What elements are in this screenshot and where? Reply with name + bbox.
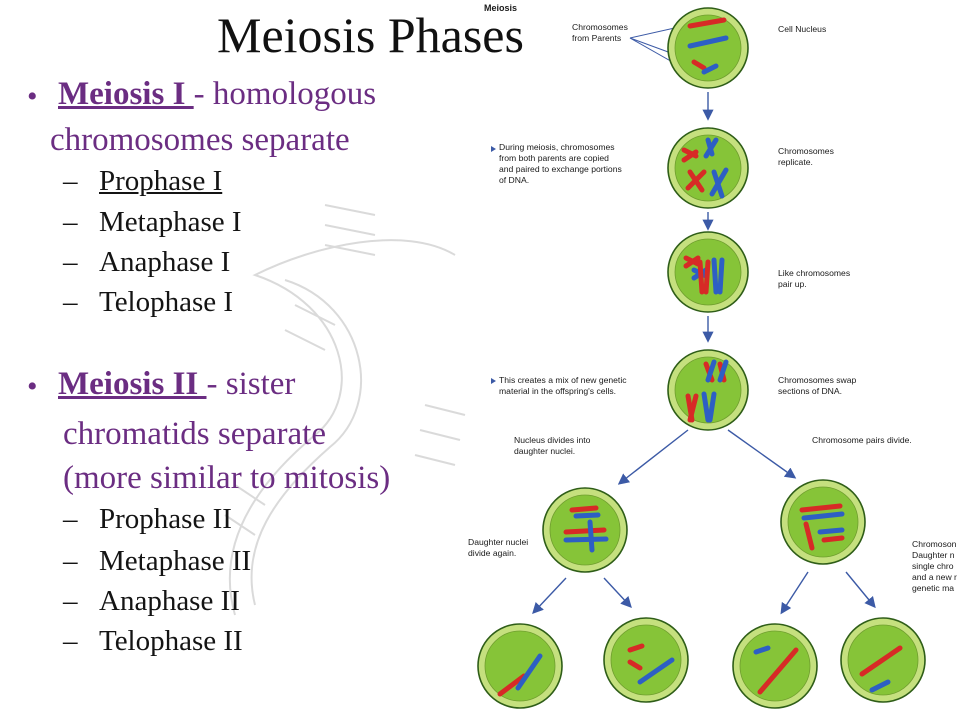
label-chromosomes-from-parents-1: Chromosomes bbox=[572, 22, 628, 32]
label-divide-again-2: divide again. bbox=[468, 548, 516, 558]
rna-watermark bbox=[224, 204, 466, 616]
label-pair-up-1: Like chromosomes bbox=[778, 268, 850, 278]
meiosis-2-title: Meiosis II bbox=[58, 366, 207, 402]
meiosis-2-continuation-1: chromatids separate bbox=[63, 416, 326, 452]
label-cut-off-2: Daughter n bbox=[912, 550, 955, 560]
meiosis-diagram: Meiosis Chromosomes from Parents Cell Nu… bbox=[468, 3, 957, 709]
cell-4 bbox=[667, 349, 749, 431]
arrow-right bbox=[845, 571, 876, 609]
arrow-left bbox=[617, 429, 689, 485]
label-swap-2: sections of DNA. bbox=[778, 386, 842, 396]
label-copied-2: from both parents are copied bbox=[499, 153, 609, 163]
phase-prophase-1: –Prophase I bbox=[63, 165, 223, 197]
label-cell-nucleus: Cell Nucleus bbox=[778, 24, 826, 34]
cell-2 bbox=[667, 127, 749, 209]
label-divide-again-1: Daughter nuclei bbox=[468, 537, 528, 547]
meiosis-1-title: Meiosis I bbox=[58, 76, 194, 112]
phase-metaphase-2: –Metaphase II bbox=[63, 545, 252, 577]
label-nucleus-divides-2: daughter nuclei. bbox=[514, 446, 575, 456]
meiosis-1-heading: Meiosis I - homologous bbox=[58, 76, 376, 113]
bullet-glyph: • bbox=[27, 370, 38, 403]
label-cut-off-4: and a new r bbox=[912, 572, 957, 582]
pointer-triangle-icon bbox=[491, 378, 496, 384]
arrow-left bbox=[532, 577, 567, 615]
label-pair-up-2: pair up. bbox=[778, 279, 807, 289]
label-replicate-1: Chromosomes bbox=[778, 146, 834, 156]
label-replicate-2: replicate. bbox=[778, 157, 813, 167]
meiosis-2-rest: - sister bbox=[206, 366, 296, 402]
phase-telophase-1: –Telophase I bbox=[63, 286, 234, 318]
label-cut-off-3: single chro bbox=[912, 561, 954, 571]
cell-1 bbox=[667, 7, 749, 89]
phase-anaphase-2: –Anaphase II bbox=[63, 585, 240, 617]
label-cut-off-5: genetic ma bbox=[912, 583, 954, 593]
cell-6 bbox=[780, 479, 866, 565]
label-chromosomes-from-parents-2: from Parents bbox=[572, 33, 621, 43]
phase-telophase-2: –Telophase II bbox=[63, 625, 243, 657]
meiosis-2-heading: Meiosis II - sister bbox=[58, 366, 295, 403]
phase-metaphase-1: –Metaphase I bbox=[63, 206, 242, 238]
cell-9 bbox=[732, 623, 818, 709]
phase-prophase-2: –Prophase II bbox=[63, 503, 232, 535]
label-nucleus-divides-1: Nucleus divides into bbox=[514, 435, 591, 445]
label-copied-1: During meiosis, chromosomes bbox=[499, 142, 615, 152]
diagram-title: Meiosis bbox=[484, 3, 517, 13]
label-pairs-divide: Chromosome pairs divide. bbox=[812, 435, 912, 445]
cell-7 bbox=[477, 623, 563, 709]
slide-title: Meiosis Phases bbox=[217, 7, 524, 63]
bullet-glyph: • bbox=[27, 80, 38, 113]
label-mix-1: This creates a mix of new genetic bbox=[499, 375, 627, 385]
arrow-right bbox=[603, 577, 632, 609]
cell-8 bbox=[603, 617, 689, 703]
label-copied-4: of DNA. bbox=[499, 175, 529, 185]
arrow-left bbox=[780, 571, 809, 615]
meiosis-1-rest: - homologous bbox=[193, 76, 377, 112]
cell-10 bbox=[840, 617, 926, 703]
cell-3 bbox=[667, 231, 749, 313]
meiosis-1-continuation: chromosomes separate bbox=[50, 122, 350, 158]
meiosis-2-continuation-2: (more similar to mitosis) bbox=[63, 460, 391, 496]
cell-5 bbox=[542, 487, 628, 573]
label-cut-off-1: Chromoson bbox=[912, 539, 957, 549]
label-copied-3: and paired to exchange portions bbox=[499, 164, 622, 174]
arrow-right bbox=[727, 429, 797, 479]
phase-anaphase-1: –Anaphase I bbox=[63, 246, 231, 278]
label-swap-1: Chromosomes swap bbox=[778, 375, 857, 385]
pointer-triangle-icon bbox=[491, 146, 496, 152]
label-mix-2: material in the offspring's cells. bbox=[499, 386, 616, 396]
